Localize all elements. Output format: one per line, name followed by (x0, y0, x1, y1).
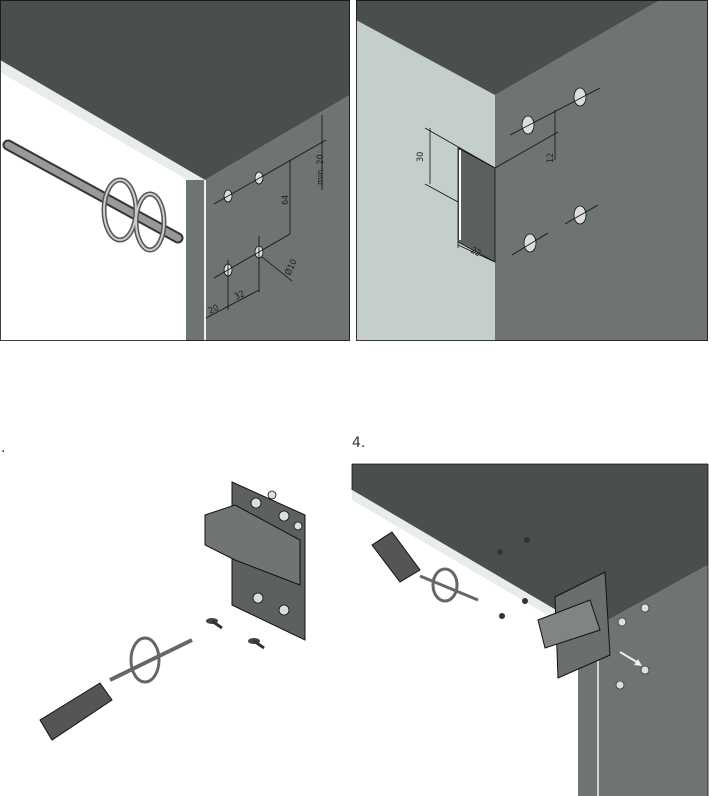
dim-horizontal-spacing: 32 (233, 289, 247, 302)
screw-icon (206, 618, 265, 650)
hinge-plate-icon (204, 481, 306, 641)
drill-bit-icon (2, 139, 184, 253)
hinge-plate-icon (537, 571, 611, 679)
arrow-icon (619, 651, 642, 666)
cabinet-top (0, 0, 350, 180)
cabinet-top (352, 464, 708, 630)
dim-edge: 20 (207, 303, 221, 316)
step-3-label: . (1, 440, 5, 456)
panel-step-4 (351, 463, 709, 796)
cabinet-edge (0, 60, 205, 190)
screw-icon (497, 537, 530, 619)
step-4-label: 4. (352, 435, 365, 451)
dim-height: 30 (416, 152, 426, 162)
cabinet-side (205, 95, 350, 341)
screwdriver-icon (371, 531, 479, 603)
dim-depth: 22 (469, 246, 483, 260)
dim-offset: 12 (546, 153, 556, 163)
panel-step-1: min. 20 64 Ø10 20 32 (0, 0, 350, 341)
screwdriver-icon (39, 636, 193, 741)
dim-vertical-spacing: 64 (281, 195, 291, 205)
dim-min: min. 20 (316, 154, 326, 185)
panel-step-3 (39, 481, 306, 741)
panel-step-2: 30 22 12 (356, 0, 708, 341)
cabinet-side (495, 0, 708, 341)
